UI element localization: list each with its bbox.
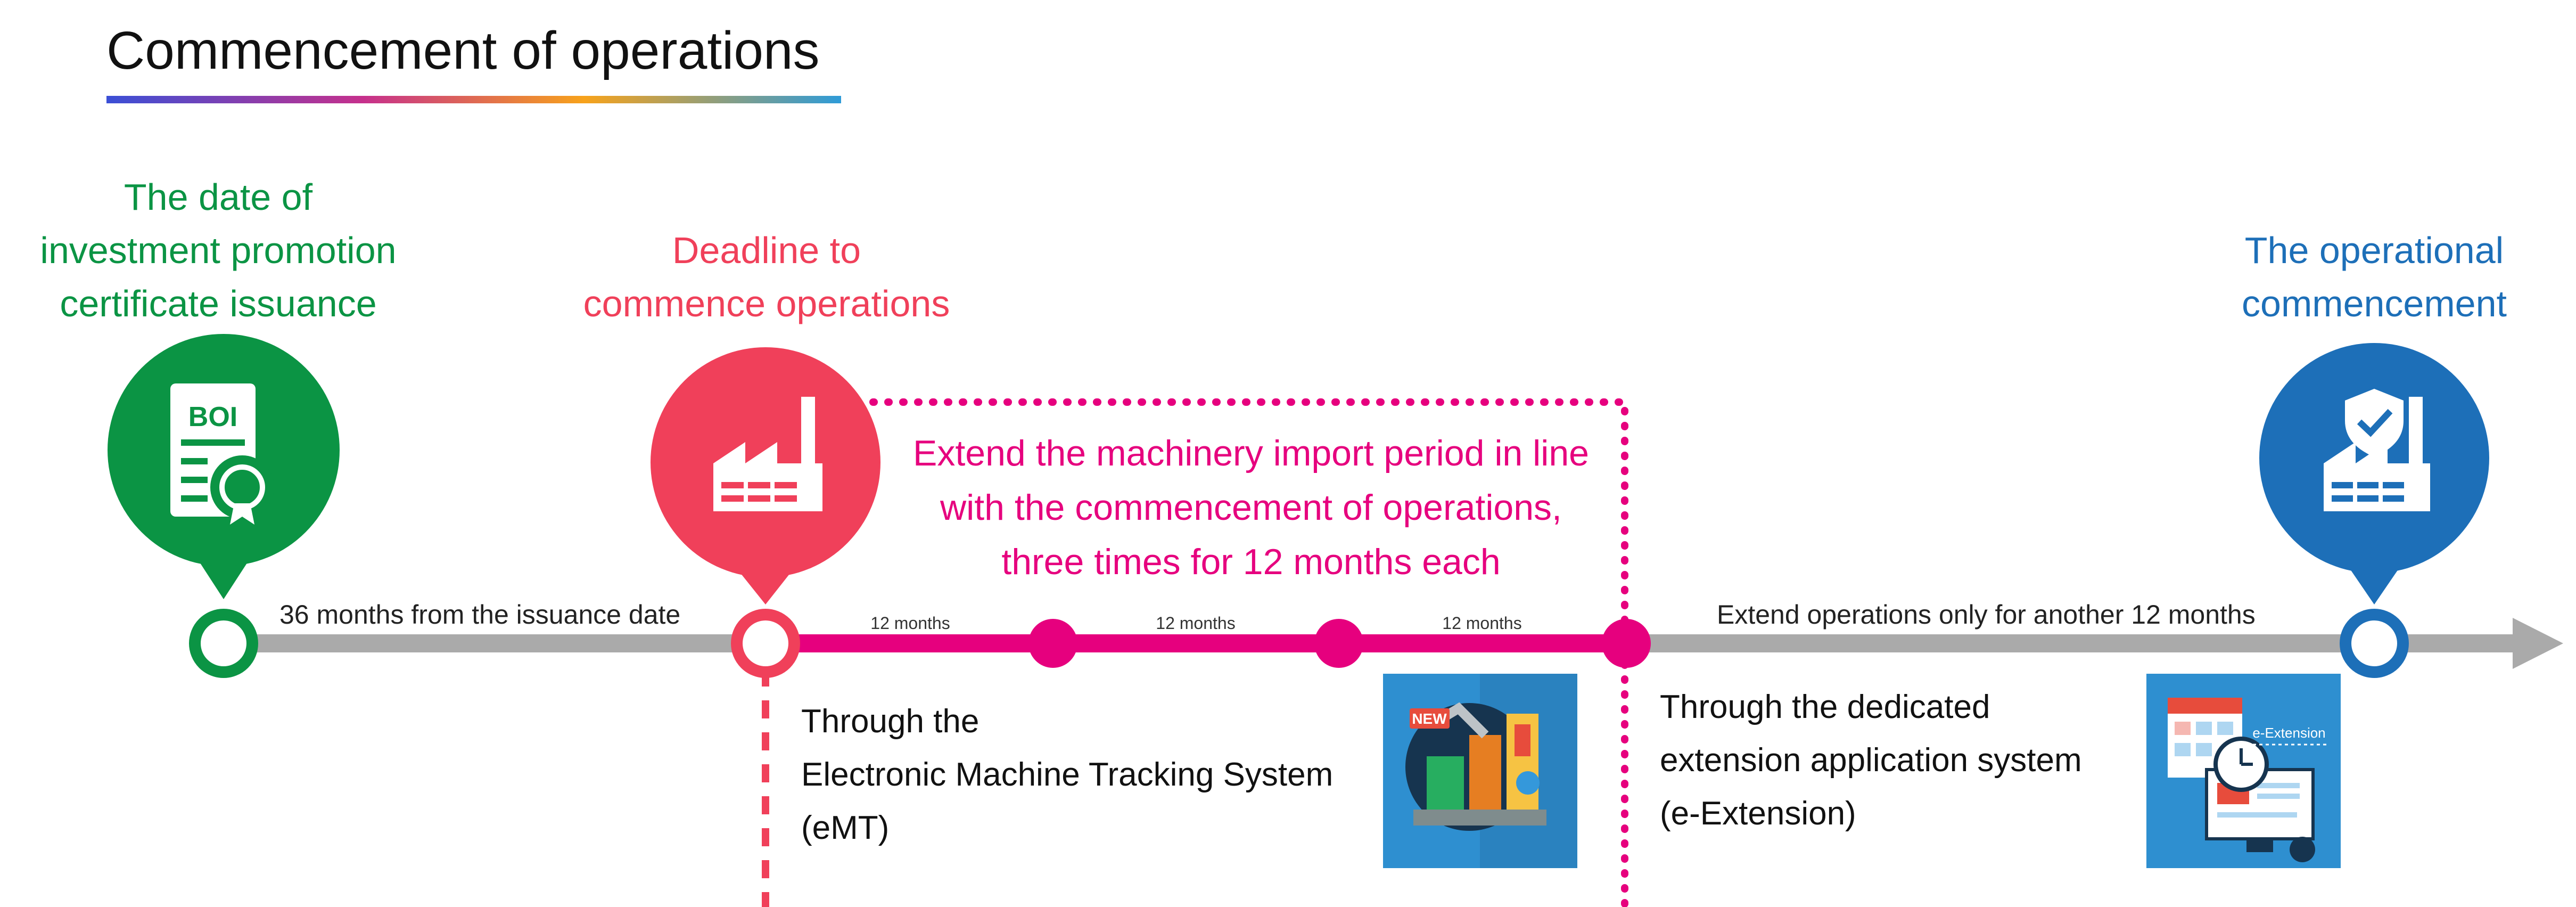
machinery-text-line: Extend the machinery import period in li… (913, 433, 1589, 473)
extension-node-3 (1602, 619, 1651, 668)
e-extension-image-label: e-Extension (2252, 725, 2325, 741)
issuance-label-line: certificate issuance (60, 283, 377, 324)
new-badge-text: NEW (1412, 710, 1447, 727)
machinery-text-line: three times for 12 months each (1001, 542, 1501, 582)
emt-system-image: NEW (1383, 674, 1577, 868)
emt-text-line: Through the (801, 703, 980, 740)
period-label-1: 12 months (870, 614, 950, 633)
period-label-2: 12 months (1156, 614, 1236, 633)
emt-text-line: (eMT) (801, 810, 890, 846)
deadline-marker (651, 347, 880, 604)
commencement-marker (2259, 343, 2489, 604)
extension-text-line: extension application system (1660, 742, 2082, 779)
segment-label-final-extension: Extend operations only for another 12 mo… (1717, 600, 2256, 630)
page-title: Commencement of operations (106, 21, 820, 80)
extension-system-image: e-Extension (2146, 674, 2341, 868)
extension-node-1 (1028, 619, 1077, 668)
deadline-label-line: Deadline to (672, 230, 861, 271)
boi-badge-text: BOI (188, 402, 237, 432)
issuance-marker: BOI (108, 334, 340, 599)
extension-node-2 (1314, 619, 1363, 668)
issuance-label: The date of investment promotion certifi… (0, 170, 437, 330)
emt-system-text: Through the Electronic Machine Tracking … (801, 695, 1333, 855)
issuance-label-line: investment promotion (40, 230, 397, 271)
factory-icon (713, 397, 822, 511)
timeline-arrow-head (2513, 618, 2563, 669)
extension-text-line: (e-Extension) (1660, 795, 1856, 832)
extension-system-text: Through the dedicated extension applicat… (1660, 681, 2082, 840)
issuance-label-line: The date of (124, 176, 313, 218)
issuance-node (189, 609, 258, 678)
deadline-label: Deadline to commence operations (532, 224, 1001, 330)
machinery-text-line: with the commencement of operations, (940, 487, 1562, 528)
title-underline (106, 96, 841, 103)
calendar-clock-monitor-icon (2168, 698, 2326, 862)
commencement-label: The operational commencement (2161, 224, 2576, 330)
factory-shield-check-icon (2324, 389, 2430, 511)
machinery-box-border (869, 398, 1628, 907)
period-label-3: 12 months (1442, 614, 1522, 633)
certificate-document-icon: BOI (170, 383, 274, 525)
deadline-label-line: commence operations (583, 283, 950, 324)
commencement-label-line: commencement (2242, 283, 2507, 324)
extension-text-line: Through the dedicated (1660, 689, 1990, 725)
machinery-extension-text: Extend the machinery import period in li… (894, 426, 1608, 589)
emt-text-line: Electronic Machine Tracking System (801, 756, 1334, 793)
commencement-node (2340, 609, 2409, 678)
deadline-node (731, 609, 800, 678)
segment-label-36-months: 36 months from the issuance date (279, 600, 681, 630)
commencement-label-line: The operational (2244, 230, 2504, 271)
